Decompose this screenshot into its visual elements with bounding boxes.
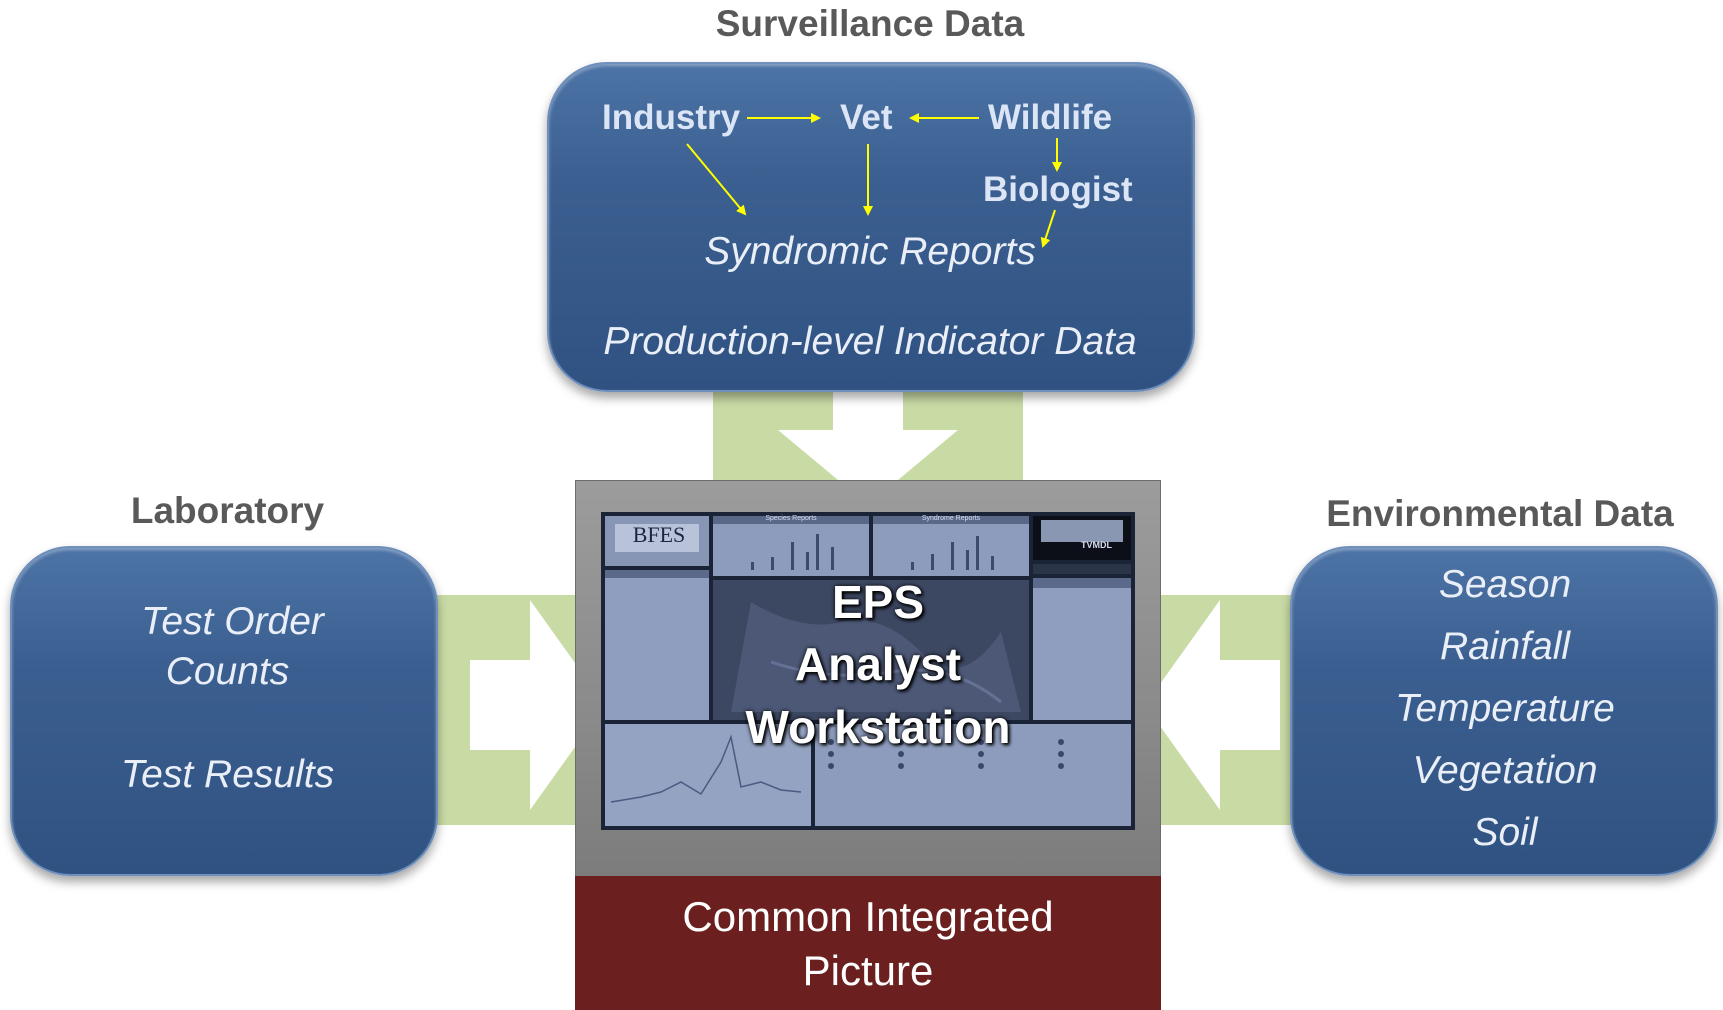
- node-wildlife: Wildlife: [988, 98, 1113, 137]
- environmental-box: [1290, 546, 1718, 876]
- env-item-season: Season: [1438, 563, 1572, 606]
- node-vet: Vet: [840, 98, 893, 137]
- lab-test-results: Test Results: [120, 753, 335, 796]
- surveillance-box: [547, 62, 1195, 392]
- node-industry: Industry: [602, 98, 741, 137]
- workstation-screen: BFES Species Reports Syndrome Reports TV…: [601, 512, 1135, 830]
- arrow-right-into-workstation: [470, 600, 605, 810]
- laboratory-box: [10, 546, 438, 876]
- env-item-soil: Soil: [1472, 811, 1538, 854]
- screen-logo-right: TVMDL: [1081, 540, 1112, 550]
- workstation-screen-mockup: [601, 512, 1135, 830]
- heading-surveillance-data: Surveillance Data: [715, 3, 1025, 44]
- heading-laboratory: Laboratory: [130, 490, 325, 531]
- screen-species-reports: Species Reports: [765, 515, 817, 522]
- indicator-data-text: Production-level Indicator Data: [603, 320, 1137, 363]
- heading-environmental-data: Environmental Data: [1326, 493, 1674, 534]
- screen-syndrome-reports: Syndrome Reports: [921, 515, 981, 522]
- workstation-title-workstation: Workstation: [745, 701, 1011, 753]
- cip-line-2: Picture: [802, 947, 934, 994]
- screen-logo: BFES: [632, 522, 686, 547]
- node-biologist: Biologist: [983, 170, 1133, 209]
- common-integrated-picture: Common Integrated Picture: [575, 876, 1161, 1010]
- node-syndromic-reports: Syndromic Reports: [704, 230, 1036, 273]
- workstation-title-eps: EPS: [831, 576, 925, 628]
- workstation-title-analyst: Analyst: [794, 638, 962, 690]
- lab-test-order: Test Order: [141, 600, 324, 643]
- cip-line-1: Common Integrated: [682, 893, 1054, 940]
- arrow-down-into-workstation: [778, 385, 958, 505]
- arrow-industry-to-syndromic: [686, 143, 747, 216]
- surveillance-flow-arrows: [686, 113, 1062, 248]
- lab-counts: Counts: [165, 650, 290, 693]
- env-item-vegetation: Vegetation: [1412, 749, 1598, 792]
- arrow-biologist-to-syndromic: [1040, 209, 1056, 248]
- env-item-temperature: Temperature: [1395, 687, 1615, 730]
- env-item-rainfall: Rainfall: [1439, 625, 1571, 668]
- arrow-left-into-workstation: [1145, 600, 1280, 810]
